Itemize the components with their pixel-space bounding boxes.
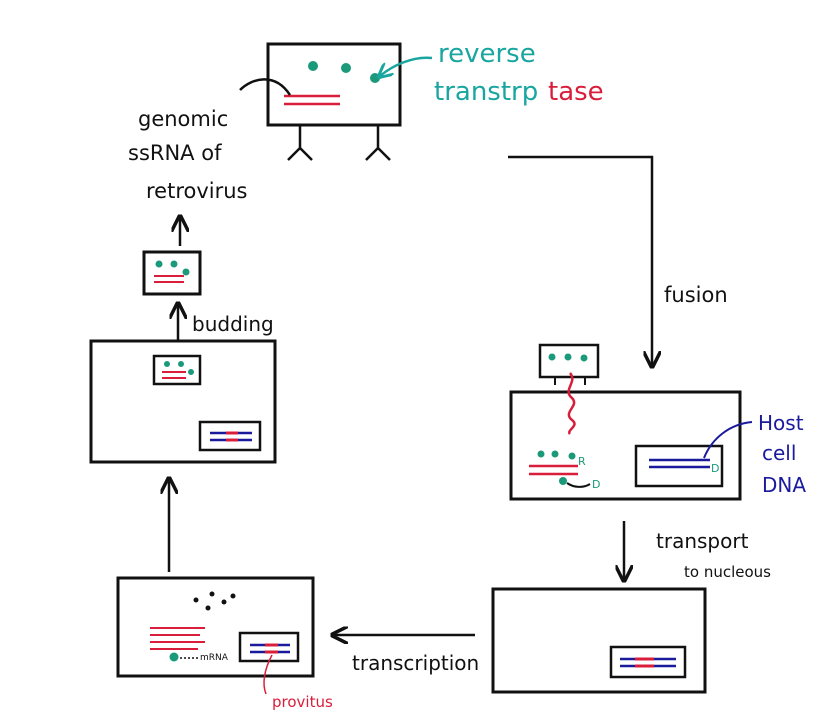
host-dna-pointer [703,421,753,459]
nucleus [609,645,687,679]
transcriptase-label-part2: tase [548,77,604,107]
rna-entering-cell [567,372,576,435]
provirus-pointer [263,654,273,695]
reverse-label: reverse [438,39,536,69]
genomic-rna-pointer [239,78,292,96]
r-marker: R [578,455,586,468]
genomic-label-line1: genomic [138,107,228,131]
fusion-arrow [508,155,652,365]
mrna-label: mRNA [200,653,229,663]
transcription-label: transcription [352,651,479,675]
genomic-label-line2: ssRNA of [128,141,222,165]
infected-cell-fusion: R D D [509,372,742,501]
nucleus [238,631,300,663]
virus-particle [266,42,402,161]
transport-label-line1: transport [656,529,749,553]
cell-transcription: mRNA [116,576,315,678]
d-marker: D [592,478,600,491]
d-marker: D [711,462,719,475]
virus-leg [287,125,313,161]
reverse-transcriptase-pointer [380,56,433,76]
budded-virus [142,250,202,296]
genomic-label-line3: retrovirus [146,179,248,203]
virus-leg [365,125,391,161]
provirus-label: provitus [272,693,333,711]
cell-assembly [89,339,277,464]
budding-label: budding [192,312,274,336]
transport-label-line2: to nucleous [684,563,771,581]
host-label-line2: cell [762,441,796,465]
fusion-label: fusion [664,283,728,307]
reverse-transcriptase-dot [370,73,380,83]
cell-integrated-dna [491,587,707,694]
host-label-line1: Host [758,411,804,435]
host-label-line3: DNA [762,473,806,497]
nucleus [198,420,262,452]
reverse-transcriptase-dot [341,63,351,73]
transcriptase-label-part1: transtrp [434,77,538,107]
reverse-transcriptase-dot [308,61,318,71]
fused-virus-particle [538,343,600,385]
